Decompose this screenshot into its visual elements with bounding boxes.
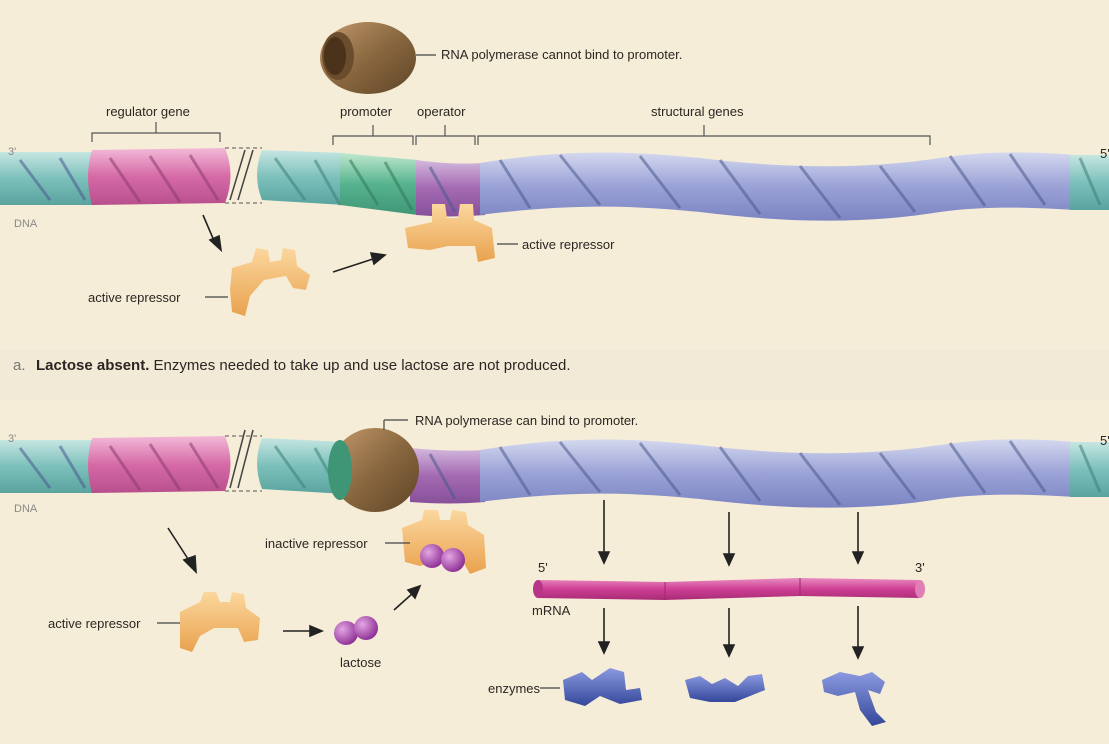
arrows-b bbox=[168, 500, 863, 658]
polymerase-label-b: RNA polymerase can bind to promoter. bbox=[415, 413, 638, 428]
active-repressor-free-a bbox=[205, 248, 310, 316]
caption-bold: Lactose absent. bbox=[36, 357, 149, 374]
operator-segment-b bbox=[410, 448, 485, 504]
five-prime-label-b: 5' bbox=[1100, 433, 1109, 448]
dna-label-b: DNA bbox=[14, 503, 37, 515]
polymerase-label-a: RNA polymerase cannot bind to promoter. bbox=[441, 47, 682, 62]
lactose-label: lactose bbox=[340, 655, 381, 670]
regulator-gene-label: regulator gene bbox=[106, 104, 190, 119]
regulator-gene-segment-b bbox=[88, 436, 231, 493]
inactive-repressor bbox=[385, 510, 486, 574]
three-prime-label-b: 3' bbox=[8, 433, 16, 445]
dna-strand-a bbox=[0, 148, 1109, 221]
operator-label: operator bbox=[417, 104, 465, 119]
enzymes-label: enzymes bbox=[488, 681, 540, 696]
dna-strand-b bbox=[0, 430, 1109, 508]
mrna-five-prime-label: 5' bbox=[538, 560, 548, 575]
caption: Lactose absent. Enzymes needed to take u… bbox=[36, 357, 571, 374]
mrna-label: mRNA bbox=[532, 603, 570, 618]
mrna-strand bbox=[533, 578, 925, 600]
inactive-repressor-label: inactive repressor bbox=[265, 536, 368, 551]
enzyme-1 bbox=[563, 668, 642, 706]
active-repressor-label-b: active repressor bbox=[48, 616, 140, 631]
enzyme-3 bbox=[822, 672, 886, 726]
promoter-label: promoter bbox=[340, 104, 392, 119]
gene-brackets-a bbox=[92, 122, 930, 145]
mrna-three-prime-label: 3' bbox=[915, 560, 925, 575]
active-repressor-label-free: active repressor bbox=[88, 290, 180, 305]
enzymes bbox=[540, 668, 886, 726]
active-repressor-label-bound: active repressor bbox=[522, 237, 614, 252]
five-prime-label-a: 5' bbox=[1100, 146, 1109, 161]
rna-polymerase-b bbox=[328, 420, 419, 512]
caption-body: Enzymes needed to take up and use lactos… bbox=[149, 357, 570, 374]
enzyme-2 bbox=[685, 674, 765, 702]
lactose-molecule bbox=[334, 616, 378, 645]
structural-genes-segment-b bbox=[480, 439, 1075, 507]
regulator-gene-segment-a bbox=[88, 148, 231, 205]
active-repressor-b bbox=[157, 592, 260, 652]
structural-genes-label: structural genes bbox=[651, 104, 744, 119]
structural-genes-segment-a bbox=[480, 152, 1075, 220]
three-prime-label-a: 3' bbox=[8, 146, 16, 158]
rna-polymerase-a bbox=[320, 22, 436, 94]
dna-label-a: DNA bbox=[14, 218, 37, 230]
operator-segment-a bbox=[416, 160, 485, 217]
caption-letter: a. bbox=[13, 357, 26, 374]
